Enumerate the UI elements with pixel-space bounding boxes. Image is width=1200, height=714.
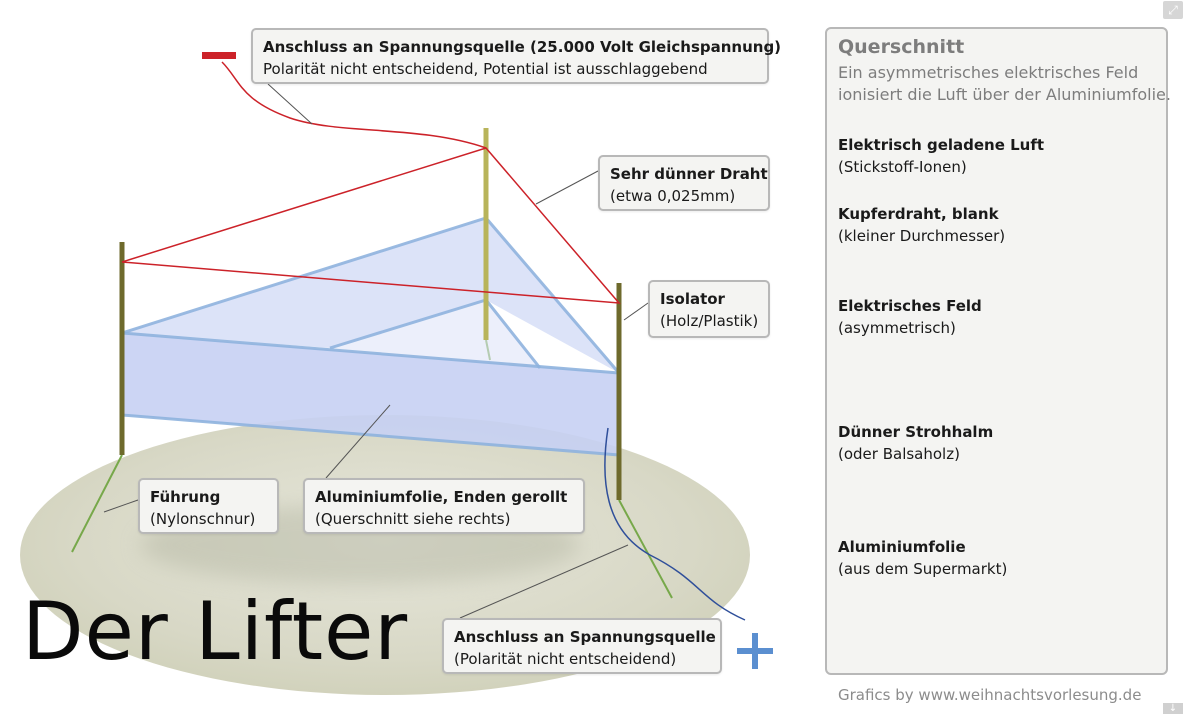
label-title: Sehr dünner Draht	[610, 165, 768, 183]
label-guide: Führung (Nylonschnur)	[138, 478, 279, 534]
label-aluminium-foil: Aluminiumfolie, Enden gerollt (Querschni…	[303, 478, 585, 534]
plus-sign-icon-vertical	[752, 633, 758, 669]
panel-label-charged-air: Elektrisch geladene Luft (Stickstoff-Ion…	[838, 134, 1044, 178]
panel-intro-line: Ein asymmetrisches elektrisches Feld	[838, 63, 1139, 82]
panel-label-copper-wire: Kupferdraht, blank (kleiner Durchmesser)	[838, 203, 1005, 247]
guide-string-left	[71, 454, 123, 553]
foil-edge-upper-front	[121, 331, 620, 375]
label-title: Aluminiumfolie	[838, 538, 966, 556]
label-subtitle: (Holz/Plastik)	[660, 312, 759, 330]
label-title: Anschluss an Spannungsquelle	[454, 628, 716, 646]
label-title: Elektrisch geladene Luft	[838, 136, 1045, 154]
positive-lead-wire	[604, 427, 746, 621]
label-subtitle: (aus dem Supermarkt)	[838, 560, 1008, 578]
leader-isolator	[623, 302, 649, 321]
panel-intro: Ein asymmetrisches elektrisches Feld ion…	[838, 62, 1171, 106]
leader-guide	[103, 499, 139, 513]
negative-lead-wire	[221, 61, 487, 149]
credit-text: Grafics by www.weihnachtsvorlesung.de	[838, 686, 1142, 704]
panel-label-straw: Dünner Strohhalm (oder Balsaholz)	[838, 421, 993, 465]
label-subtitle: (etwa 0,025mm)	[610, 187, 736, 205]
label-title: Aluminiumfolie, Enden gerollt	[315, 488, 568, 506]
label-isolator: Isolator (Holz/Plastik)	[648, 280, 770, 338]
label-subtitle: (asymmetrisch)	[838, 319, 956, 337]
diagram-title: Der Lifter	[22, 585, 409, 678]
label-title: Elektrisches Feld	[838, 297, 982, 315]
label-subtitle: (Stickstoff-Ionen)	[838, 158, 967, 176]
label-title: Kupferdraht, blank	[838, 205, 999, 223]
minus-sign-icon	[202, 52, 236, 59]
label-power-source-negative: Anschluss an Spannungsquelle (25.000 Vol…	[251, 28, 782, 84]
panel-title: Querschnitt	[838, 36, 965, 58]
label-subtitle: (oder Balsaholz)	[838, 445, 960, 463]
label-title: Isolator	[660, 290, 725, 308]
label-power-source-positive: Anschluss an Spannungsquelle (Polarität …	[442, 618, 722, 674]
panel-label-electric-field: Elektrisches Feld (asymmetrisch)	[838, 295, 982, 339]
panel-label-foil: Aluminiumfolie (aus dem Supermarkt)	[838, 536, 1007, 580]
leader-source-top	[267, 83, 313, 125]
label-subtitle: (Querschnitt siehe rechts)	[315, 510, 511, 528]
label-subtitle: Polarität nicht entscheidend, Potential …	[263, 60, 708, 78]
label-subtitle: (Nylonschnur)	[150, 510, 256, 528]
foil-top-surface	[122, 218, 619, 373]
expand-icon[interactable]: ⤢	[1163, 1, 1183, 19]
panel-intro-line: ionisiert die Luft über der Aluminiumfol…	[838, 85, 1171, 104]
label-thin-wire: Sehr dünner Draht (etwa 0,025mm)	[598, 155, 770, 211]
label-title: Dünner Strohhalm	[838, 423, 994, 441]
label-title: Anschluss an Spannungsquelle (25.000 Vol…	[263, 38, 782, 56]
leader-wire	[535, 170, 599, 205]
label-subtitle: (Polarität nicht entscheidend)	[454, 650, 677, 668]
thin-wire	[121, 147, 621, 304]
leader-source-bottom	[459, 544, 629, 619]
leader-foil	[325, 404, 391, 479]
guide-string-right	[618, 499, 673, 599]
label-title: Führung	[150, 488, 221, 506]
foil-edge-bottom	[121, 413, 620, 457]
arrow-down-icon[interactable]: ↓	[1163, 703, 1183, 714]
label-subtitle: (kleiner Durchmesser)	[838, 227, 1006, 245]
cross-section-panel	[825, 27, 1168, 675]
